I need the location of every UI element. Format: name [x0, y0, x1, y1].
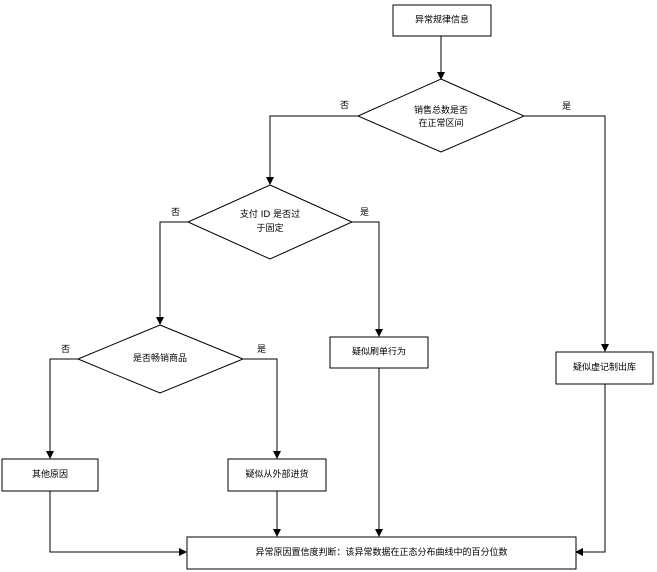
node-external-purchase-box	[227, 458, 327, 492]
edge-label-hot-yes: 是	[257, 344, 266, 355]
node-hot-check: 是否畅销商品	[76, 324, 245, 394]
node-other-reasons: 其他原因	[1, 458, 99, 492]
edges	[46, 36, 609, 556]
node-sales-check-diamond	[356, 78, 526, 153]
edge-payid-yes-to-fake-order	[352, 221, 383, 337]
edge-fake-outbound-to-final	[575, 384, 606, 556]
node-fake-outbound: 疑似虚记制出库	[555, 351, 654, 385]
node-external-purchase: 疑似从外部进货	[227, 458, 327, 492]
node-start-label: 异常规律信息	[415, 14, 469, 26]
node-payid-check-diamond	[186, 184, 354, 260]
node-other-reasons-label: 其他原因	[32, 468, 68, 480]
node-hot-check-label: 是否畅销商品	[133, 352, 187, 364]
edge-label-sales-no: 否	[340, 100, 349, 111]
node-sales-check-label-line2: 在正常区间	[418, 117, 463, 129]
node-fake-order-box	[329, 336, 429, 369]
node-start-box	[392, 4, 492, 37]
edge-label-payid-yes: 是	[360, 207, 369, 218]
node-sales-check: 销售总数是否 在正常区间	[356, 78, 526, 153]
edge-hot-no-to-other-reasons	[46, 358, 78, 459]
node-payid-check-label-line1: 支付 ID 是否过	[240, 208, 300, 220]
edge-sales-yes-to-fake-outbound	[524, 115, 609, 352]
node-payid-check-label-line2: 于固定	[256, 222, 283, 234]
edge-other-reasons-to-final	[49, 491, 187, 556]
edge-labels: 否 是 否 是 否 是	[61, 100, 571, 355]
edge-hot-yes-to-external-purchase	[243, 358, 281, 459]
node-final-box	[186, 536, 577, 570]
nodes: 异常规律信息 销售总数是否 在正常区间 支付 ID 是否过 于固定 是否畅销商品…	[1, 4, 654, 570]
edge-label-hot-no: 否	[61, 344, 70, 355]
node-fake-outbound-label: 疑似虚记制出库	[573, 361, 636, 373]
node-payid-check: 支付 ID 是否过 于固定	[186, 184, 354, 260]
node-start: 异常规律信息	[392, 4, 492, 37]
node-external-purchase-label: 疑似从外部进货	[245, 468, 308, 480]
node-final-label: 异常原因置信度判断：该异常数据在正态分布曲线中的百分位数	[255, 546, 507, 558]
node-fake-order-label: 疑似刷单行为	[352, 346, 406, 358]
edge-sales-no-to-payid-check	[266, 115, 358, 185]
node-fake-order: 疑似刷单行为	[329, 336, 429, 369]
edge-label-sales-yes: 是	[562, 101, 571, 112]
node-sales-check-label-line1: 销售总数是否	[414, 104, 468, 116]
node-fake-outbound-box	[555, 351, 654, 385]
edge-payid-no-to-hot-check	[156, 221, 188, 325]
node-final: 异常原因置信度判断：该异常数据在正态分布曲线中的百分位数	[186, 536, 577, 570]
node-hot-check-diamond	[76, 324, 245, 394]
edge-label-payid-no: 否	[171, 207, 180, 218]
node-other-reasons-box	[1, 458, 99, 492]
